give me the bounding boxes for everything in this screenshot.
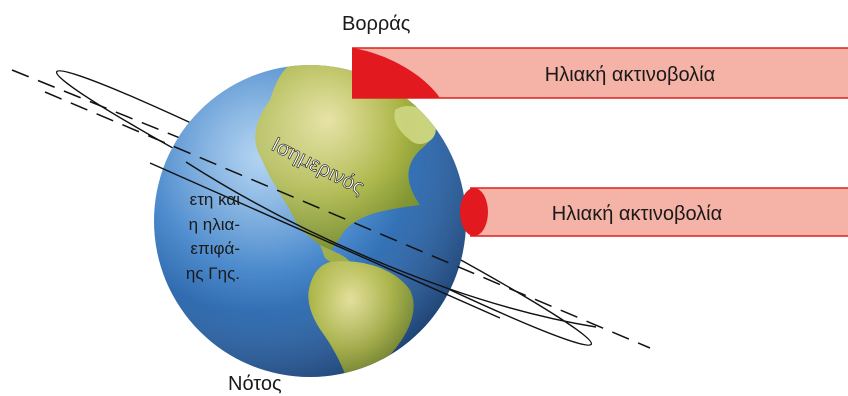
illuminated-spot-top (352, 48, 440, 98)
globe (154, 65, 466, 377)
illuminated-spot-middle (460, 188, 488, 236)
radiation-beam-middle: Ηλιακή ακτινοβολία (460, 187, 848, 237)
side-caption: ετη και η ηλια- επιφά- ης Γης. (0, 188, 240, 286)
north-label: Βορράς (342, 13, 411, 35)
equator-line (149, 162, 501, 319)
rotation-axis (44, 91, 651, 349)
south-label: Νότος (228, 373, 282, 395)
side-caption-line: επιφά- (190, 239, 240, 258)
side-caption-line: ης Γης. (185, 263, 240, 283)
radiation-beam-top: Ηλιακή ακτινοβολία (352, 47, 848, 99)
side-caption-line: ετη και (189, 190, 240, 209)
side-caption-line: η ηλια- (188, 214, 240, 234)
radiation-label-middle: Ηλιακή ακτινοβολία (552, 203, 722, 225)
radiation-label-top: Ηλιακή ακτινοβολία (545, 64, 715, 86)
